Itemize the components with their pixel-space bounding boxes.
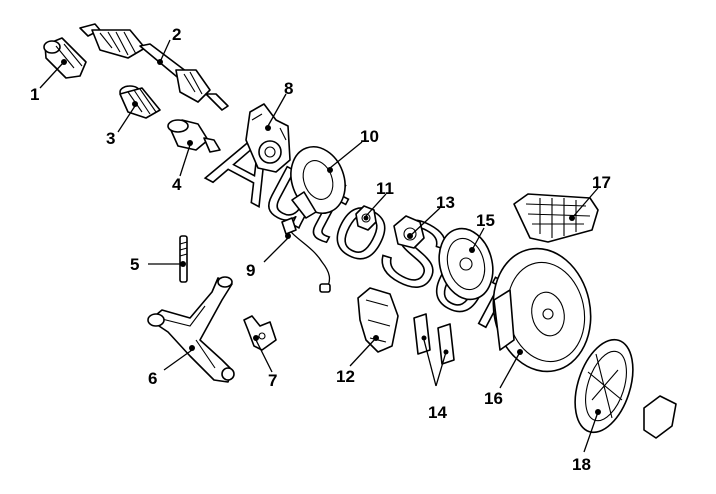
callout-11: 11 [376,179,394,198]
part-4-cv-joint[interactable] [167,119,221,153]
callout-1: 1 [30,85,39,104]
part-8-knuckle[interactable] [245,103,291,173]
part-6-control-arm[interactable] [147,276,235,383]
callout-3: 3 [106,129,115,148]
part-18-hubcap[interactable] [564,332,677,439]
part-5-stud-bolt[interactable] [179,235,188,283]
part-14-brake-pads[interactable] [413,313,455,365]
callout-15: 15 [476,211,495,230]
callout-14: 14 [428,403,447,422]
part-7-bracket[interactable] [243,315,277,351]
callout-6: 6 [148,369,157,388]
callout-2: 2 [172,25,181,44]
callout-16: 16 [484,389,503,408]
callout-5: 5 [130,255,139,274]
part-3-bellows[interactable] [119,85,161,119]
callout-8: 8 [284,79,293,98]
leader-lines [39,39,599,453]
callout-18: 18 [572,455,591,474]
callout-4: 4 [172,175,182,194]
part-9-abs-sensor[interactable] [281,217,331,293]
callout-13: 13 [436,193,455,212]
callout-12: 12 [336,367,355,386]
callout-9: 9 [246,261,255,280]
callout-10: 10 [360,127,379,146]
part-11-nut[interactable] [355,205,377,231]
part-1-boot[interactable] [43,37,87,79]
callout-7: 7 [268,371,277,390]
part-15-hub[interactable] [432,222,501,305]
part-10-brake-disc[interactable] [282,139,354,221]
part-17-mudflap[interactable] [513,193,599,243]
callout-17: 17 [592,173,611,192]
part-12-caliper[interactable] [357,287,399,353]
part-16-wheel-rim[interactable] [482,239,602,380]
callout-labels: 1 2 3 4 5 6 7 8 9 10 11 12 13 14 15 16 1… [30,25,611,474]
part-2-drive-shaft[interactable] [79,23,229,111]
